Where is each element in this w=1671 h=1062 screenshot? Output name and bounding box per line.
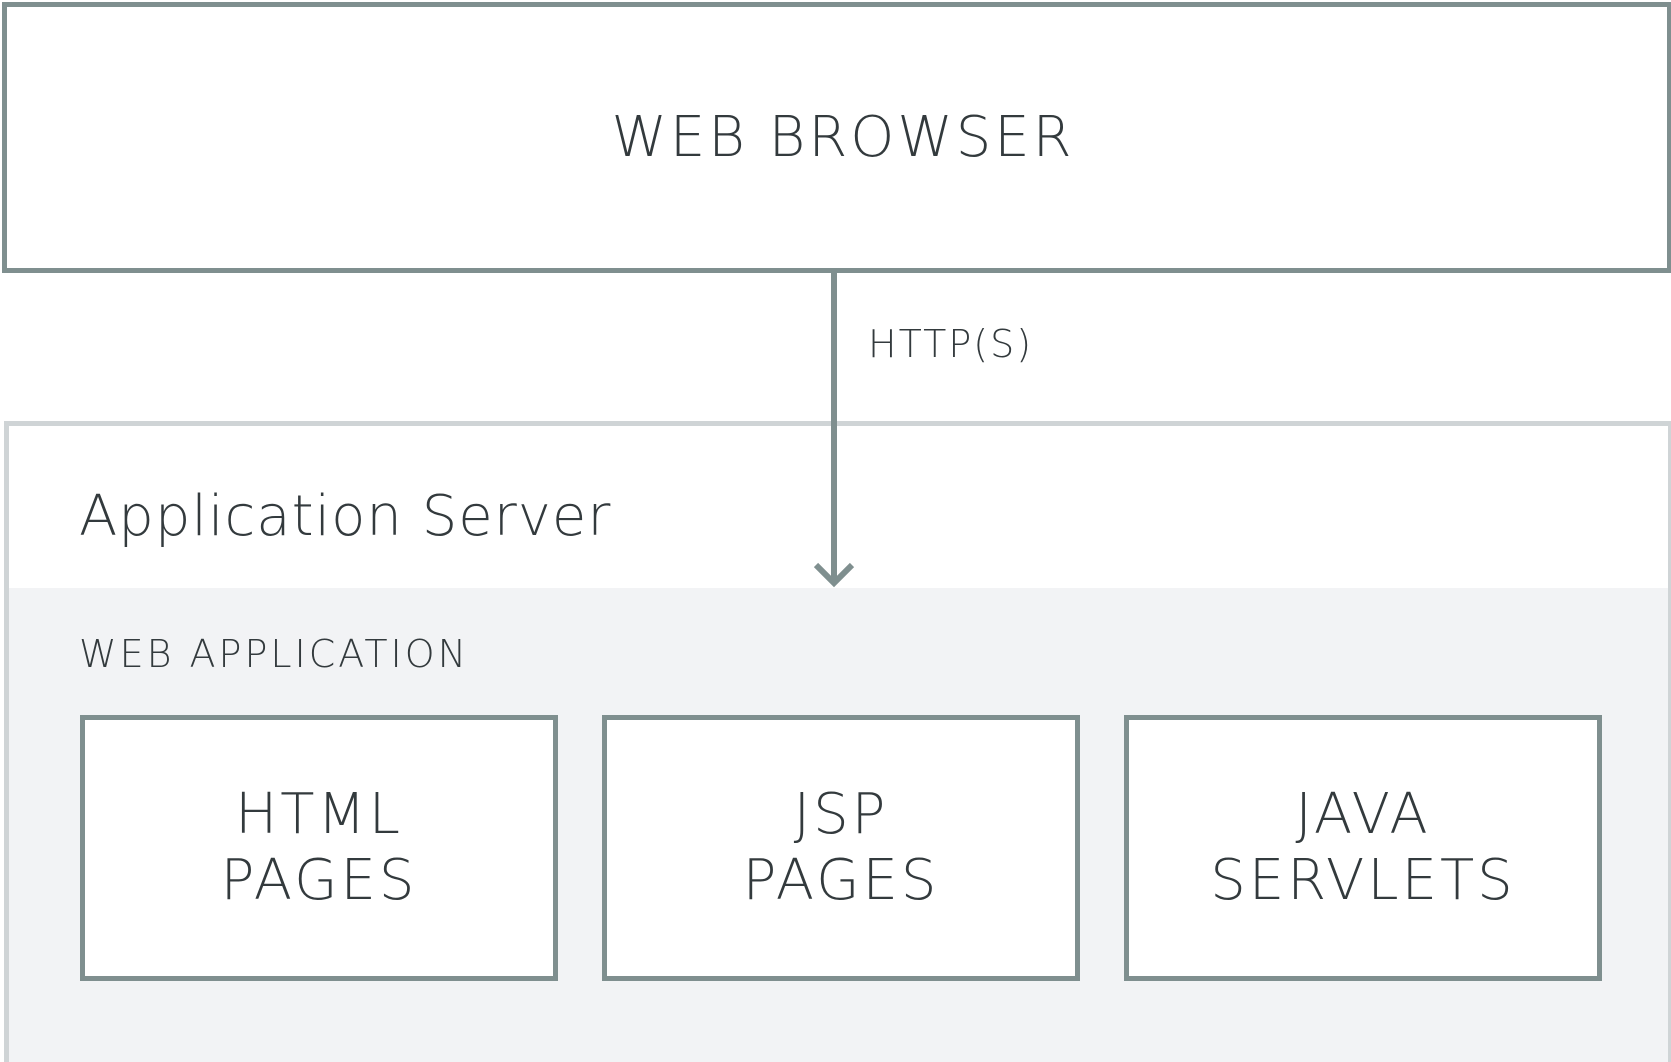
jsp-pages-box: JSP PAGES (602, 715, 1080, 981)
java-servlets-box: JAVA SERVLETS (1124, 715, 1602, 981)
component-label-line2: SERVLETS (1210, 848, 1516, 913)
web-browser-box: WEB BROWSER (2, 2, 1671, 273)
web-browser-label: WEB BROWSER (611, 105, 1075, 170)
component-label-line2: PAGES (220, 848, 418, 913)
application-server-title: Application Server (79, 484, 612, 549)
component-label-line1: HTML (235, 782, 403, 847)
web-application-area: WEB APPLICATION HTML PAGES JSP PAGES JAV… (9, 588, 1668, 1062)
protocol-label: HTTP(S) (868, 322, 1034, 366)
component-label-line1: JSP (793, 782, 889, 847)
component-label-line2: PAGES (742, 848, 940, 913)
web-application-label: WEB APPLICATION (79, 632, 470, 676)
application-server-header: Application Server (9, 426, 1668, 588)
component-label-line1: JAVA (1295, 782, 1431, 847)
html-pages-box: HTML PAGES (80, 715, 558, 981)
application-server-box: Application Server WEB APPLICATION HTML … (4, 421, 1671, 1062)
